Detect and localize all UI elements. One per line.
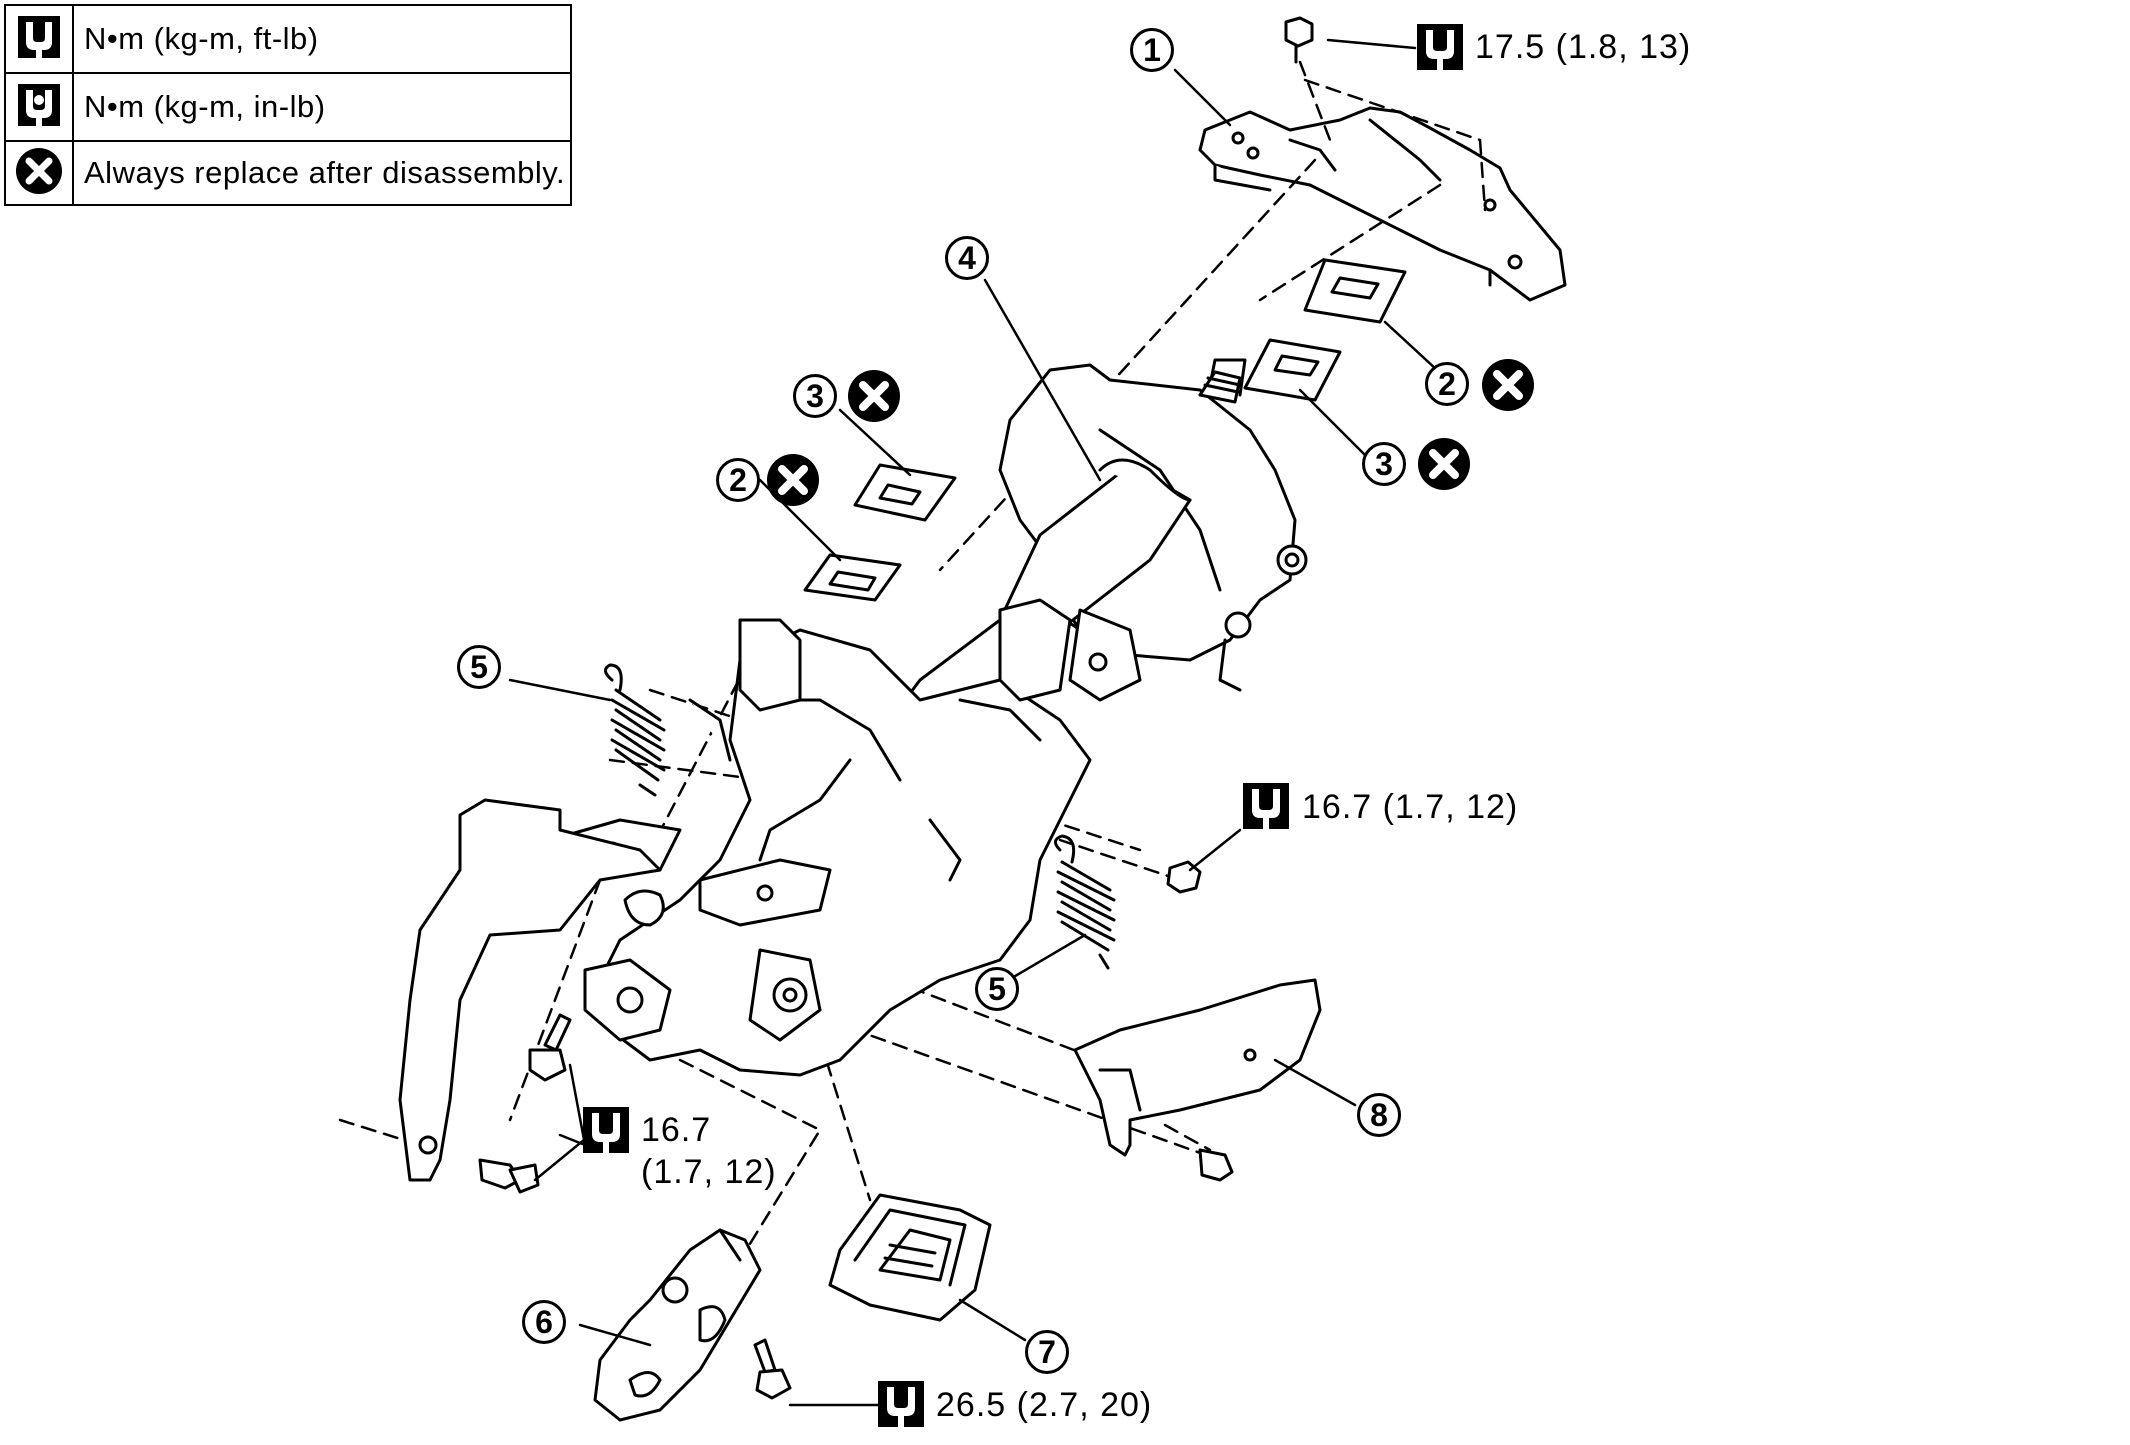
universal-joint-part [593,1228,762,1422]
callout-2-left: 2 [716,458,760,502]
replace-x-icon [767,454,819,506]
torque-wrench-ftlb-icon [4,4,74,74]
legend-table: N•m (kg-m, ft-lb) N•m (kg-m, in-lb) Al [4,4,572,206]
legend-row-ftlb: N•m (kg-m, ft-lb) [4,4,572,74]
legend-inlb-label: N•m (kg-m, in-lb) [72,72,572,142]
replace-x-icon [1418,438,1470,490]
torque-wrench-icon [1243,783,1289,829]
top-bolt [1284,16,1314,64]
bolt-bracket [478,1158,540,1194]
callout-1: 1 [1130,28,1174,72]
legend-replace-label: Always replace after disassembly. [72,140,572,206]
callout-3-left: 3 [793,374,837,418]
bolt-lower-left [528,1013,572,1082]
upper-bracket-part [1198,106,1567,302]
key-lock-box-part [828,1193,992,1322]
cover-plate-part [1073,978,1322,1157]
legend-row-replace: Always replace after disassembly. [4,140,572,206]
callout-6: 6 [522,1300,566,1344]
steering-column-body [548,358,1308,1077]
replace-x-icon [848,370,900,422]
torque-wrench-inlb-icon [4,72,74,142]
callout-3-right: 3 [1362,442,1406,486]
tension-spring-upper [604,663,666,797]
legend-row-inlb: N•m (kg-m, in-lb) [4,72,572,142]
callout-8: 8 [1357,1093,1401,1137]
callout-7: 7 [1025,1330,1069,1374]
replace-x-icon [4,140,74,206]
torque-wrench-icon [878,1381,924,1427]
torque-value-nut: 16.7 (1.7, 12) [1302,788,1519,826]
bolt-bottom [753,1338,792,1400]
replace-x-icon [1482,359,1534,411]
shim-parts [803,258,1407,602]
lower-mounting-bracket [398,798,662,1182]
callout-5-upper: 5 [457,645,501,689]
callout-2-right: 2 [1425,362,1469,406]
tension-spring-lower [1054,834,1116,970]
torque-wrench-icon [1417,24,1463,70]
torque-value-bracket-bolts-line1: 16.7 [641,1111,712,1149]
torque-value-bracket: 17.5 (1.8, 13) [1475,28,1692,66]
callout-5-lower: 5 [975,967,1019,1011]
torque-value-joint-bolt: 26.5 (2.7, 20) [936,1386,1153,1424]
torque-wrench-icon [583,1107,629,1153]
legend-ftlb-label: N•m (kg-m, ft-lb) [72,4,572,74]
callout-4: 4 [945,236,989,280]
torque-value-bracket-bolts-line2: (1.7, 12) [641,1153,777,1191]
screw-plate [1198,1148,1234,1182]
